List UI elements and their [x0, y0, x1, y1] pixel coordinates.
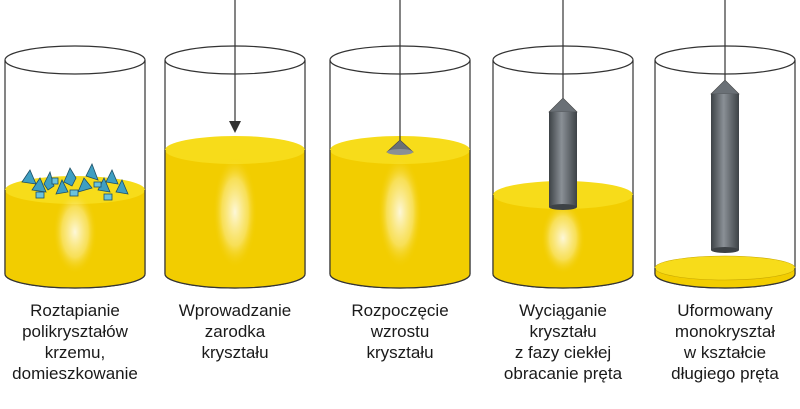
step-5-caption: Uformowany monokryształ w kształcie dług… [671, 301, 779, 383]
crystal-rod-tip-4 [548, 97, 578, 113]
czochralski-process-diagram [4, 0, 796, 289]
crucible-1-melting [4, 45, 146, 289]
seed-arrow-icon [229, 121, 241, 133]
step-1-caption: Roztapianie polikryształów krzemu, domie… [12, 301, 138, 383]
crystal-rod-tip-5 [710, 79, 740, 95]
melt-glow-4 [541, 202, 585, 274]
melt-glow-1 [53, 190, 97, 274]
crucible-5-finished [654, 0, 796, 289]
crucible-3-growth-start [329, 0, 471, 289]
crystal-rod-5 [711, 94, 739, 250]
step-3-caption: Rozpoczęcie wzrostu kryształu [351, 301, 449, 362]
crucible-4-pulling [492, 0, 634, 289]
step-2-caption: Wprowadzanie zarodka kryształu [178, 301, 292, 362]
crucible-2-seed-insertion [164, 0, 306, 289]
polycrystal-pieces [21, 163, 129, 201]
melt-glow-2 [213, 156, 257, 268]
melt-glow-3 [378, 156, 422, 268]
step-4-caption: Wyciąganie kryształu z fazy ciekłej obra… [503, 301, 623, 383]
crystal-rod-4 [549, 112, 577, 207]
